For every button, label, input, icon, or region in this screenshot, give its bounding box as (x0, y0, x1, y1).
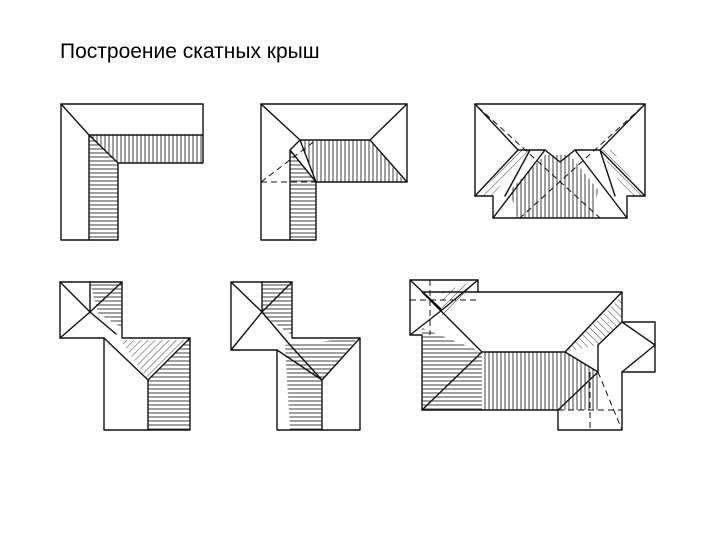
roof-slope-hatched (120, 340, 190, 380)
roof-slope-hatched (148, 338, 190, 430)
diagram-l-shaped-gable-hip-roof (260, 103, 408, 241)
ridge-lines (230, 281, 361, 431)
diagram-l-shaped-hip-roof (60, 103, 204, 241)
roof-slope-hatched (510, 155, 598, 218)
roof-slope-hatched (442, 280, 478, 318)
ridge-lines (60, 103, 204, 241)
roof-outline (230, 281, 361, 431)
diagram-offset-squares-roof-1 (59, 281, 191, 431)
ridge-lines (59, 281, 191, 431)
roof-slope-hatched (290, 150, 316, 240)
roof-outline (60, 103, 204, 241)
roof-outline (59, 281, 191, 431)
diagram-t-shaped-roof (474, 103, 646, 219)
diagram-complex-cross-roof (409, 279, 656, 431)
diagram-offset-squares-roof-2 (230, 281, 361, 431)
slide-title: Построение скатных крыш (60, 40, 320, 63)
roof-slope-hatched (478, 150, 530, 196)
construction-lines (260, 139, 317, 183)
roof-slope-hatched (482, 352, 598, 410)
construction-lines (477, 106, 643, 219)
roof-slope-hatched (262, 282, 292, 335)
roof-slope-hatched (90, 282, 122, 328)
construction-lines (410, 280, 623, 431)
roof-slope-hatched (89, 135, 118, 240)
roof-slope-hatched (89, 135, 203, 163)
ridge-lines (260, 103, 408, 241)
ridge-lines (474, 103, 646, 219)
roof-slope-hatched (422, 328, 482, 410)
